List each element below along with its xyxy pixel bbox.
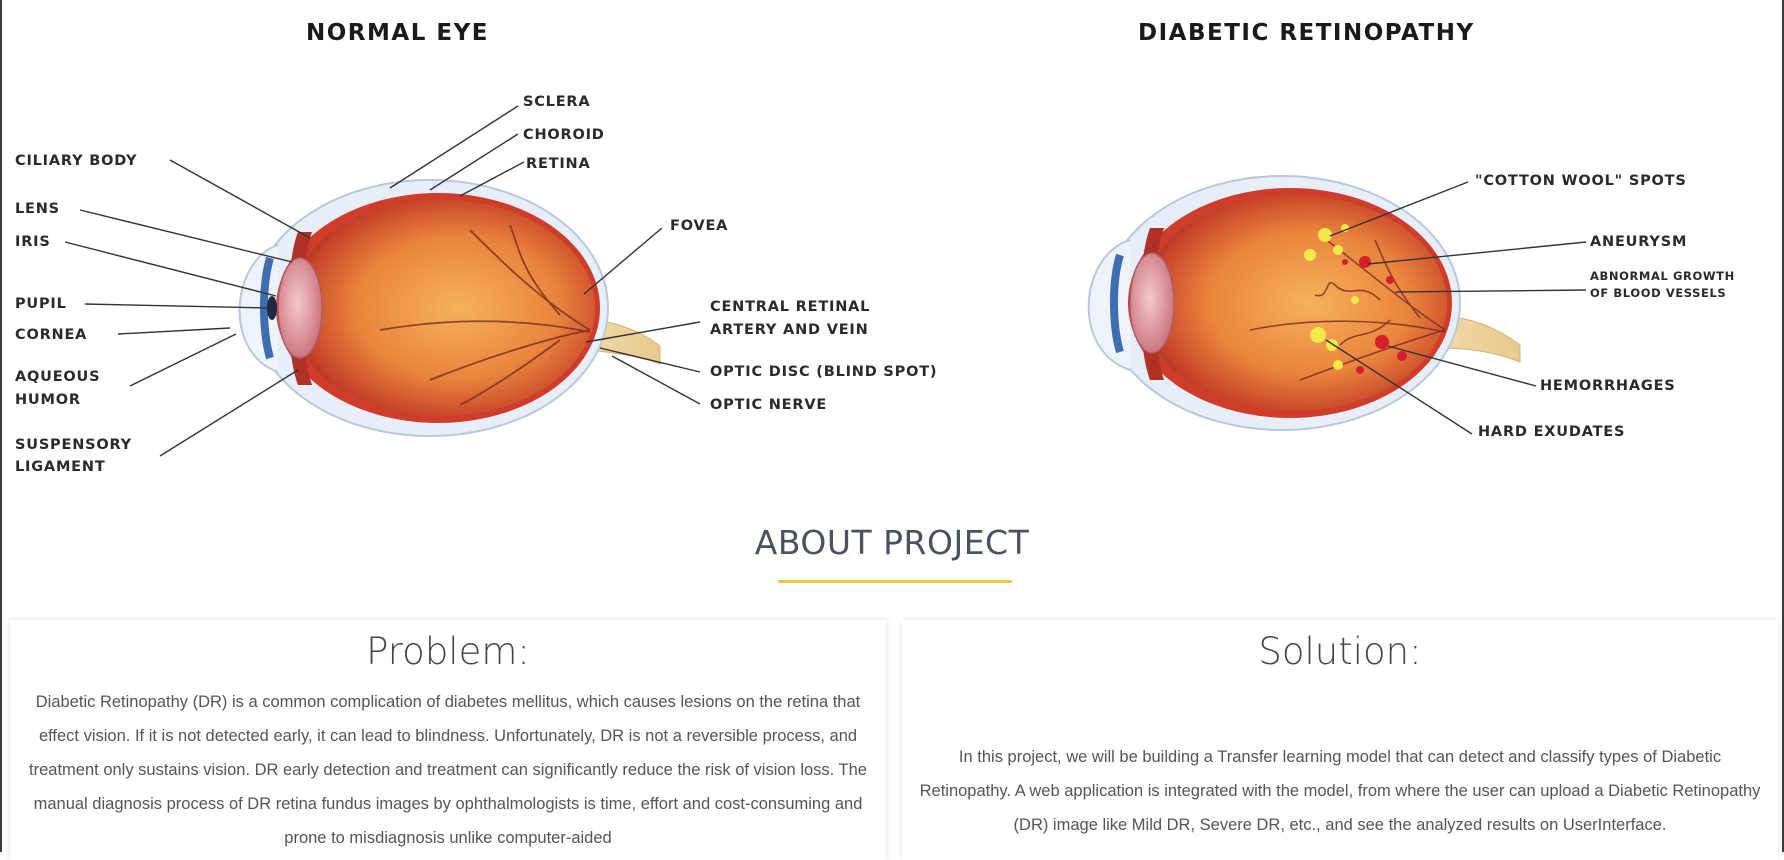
label-pupil: PUPIL <box>15 296 67 312</box>
label-suspensory-line2: LIGAMENT <box>15 459 106 475</box>
dr-eye-drawing <box>1087 175 1587 435</box>
normal-eye-drawing <box>64 105 701 457</box>
label-optic-disc: OPTIC DISC (BLIND SPOT) <box>710 364 938 380</box>
label-aqueous-line1: AQUEOUS <box>15 369 101 385</box>
diabetic-retinopathy-title: DIABETIC RETINOPATHY <box>1138 20 1475 46</box>
problem-text: Diabetic Retinopathy (DR) is a common co… <box>29 693 867 847</box>
label-cotton-wool-spots: "COTTON WOOL" SPOTS <box>1475 173 1687 189</box>
problem-title: Problem: <box>366 630 530 673</box>
eye-diagrams-illustration <box>64 105 1587 457</box>
solution-title: Solution: <box>1258 630 1422 673</box>
label-sclera: SCLERA <box>523 94 591 110</box>
label-central-retinal-line1: CENTRAL RETINAL <box>710 299 871 315</box>
right-border <box>1782 0 1784 852</box>
label-aneurysm: ANEURYSM <box>1590 234 1688 250</box>
label-retina: RETINA <box>526 156 591 172</box>
about-project-heading: ABOUT PROJECT <box>754 523 1030 562</box>
solution-card: Solution: In this project, we will be bu… <box>902 620 1778 860</box>
problem-card: Problem: Diabetic Retinopathy (DR) is a … <box>10 620 886 860</box>
label-choroid: CHOROID <box>523 127 605 143</box>
label-central-retinal-line2: ARTERY AND VEIN <box>710 322 869 338</box>
solution-text: In this project, we will be building a T… <box>919 748 1761 834</box>
left-border <box>0 0 2 852</box>
label-aqueous-line2: HUMOR <box>15 392 81 408</box>
label-lens: LENS <box>15 201 60 217</box>
label-fovea: FOVEA <box>670 218 729 234</box>
label-optic-nerve: OPTIC NERVE <box>710 397 828 413</box>
label-iris: IRIS <box>15 234 51 250</box>
heading-underline <box>778 580 1012 583</box>
normal-eye-title: NORMAL EYE <box>306 20 489 46</box>
label-hemorrhages: HEMORRHAGES <box>1540 378 1676 394</box>
label-ciliary-body: CILIARY BODY <box>15 153 138 169</box>
label-suspensory-line1: SUSPENSORY <box>15 437 132 453</box>
label-cornea: CORNEA <box>15 327 88 343</box>
label-abnormal-growth-line1: ABNORMAL GROWTH <box>1590 269 1735 283</box>
label-abnormal-growth-line2: OF BLOOD VESSELS <box>1590 286 1727 300</box>
label-hard-exudates: HARD EXUDATES <box>1478 424 1626 440</box>
